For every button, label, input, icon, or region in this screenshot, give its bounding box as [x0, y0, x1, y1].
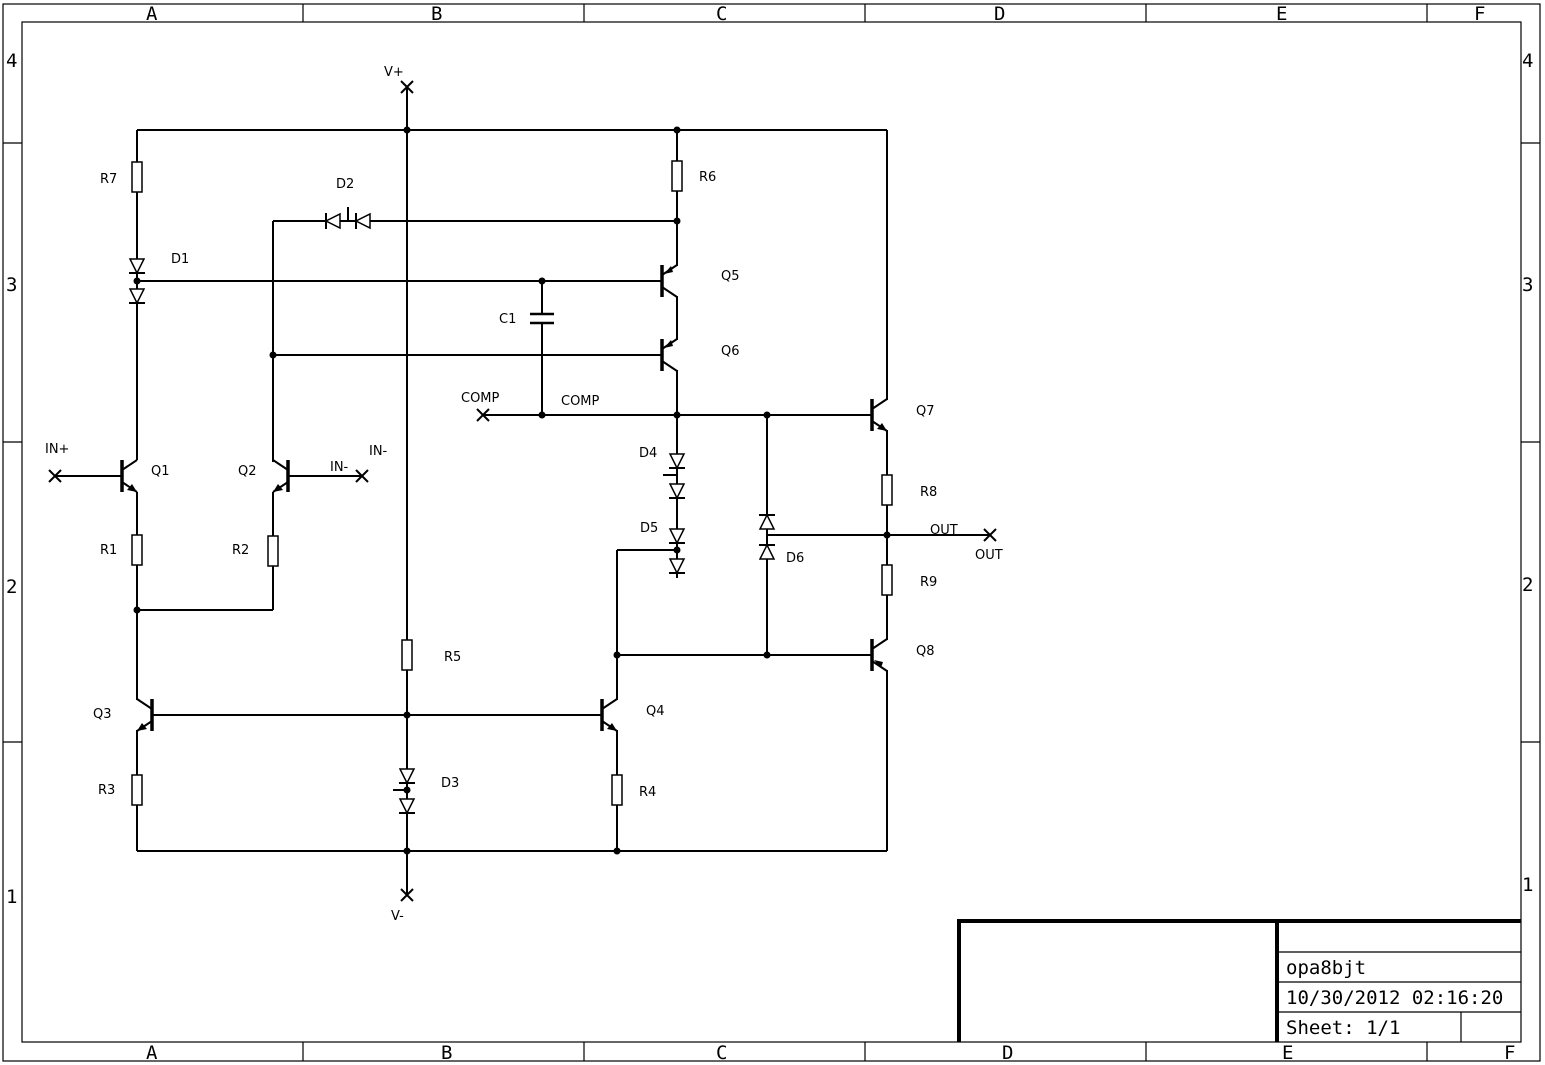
transistor-q2[interactable] [272, 459, 290, 493]
zone-col-d-bottom: D [1002, 1042, 1013, 1064]
zone-col-b-bottom: B [441, 1042, 452, 1064]
r9-label: R9 [920, 575, 937, 590]
r2-label: R2 [232, 543, 249, 558]
vminus-port-marker[interactable] [400, 888, 414, 902]
d2-label: D2 [336, 177, 354, 192]
sheet-frame [2, 3, 1541, 1062]
r8-label: R8 [920, 485, 937, 500]
vplus-port-marker[interactable] [400, 80, 414, 94]
transistors [120, 264, 888, 732]
resistors [131, 160, 893, 806]
in-minus-port-marker[interactable] [355, 469, 369, 483]
in-minus-net-label: IN- [330, 460, 349, 475]
labels: V+ V- IN+ IN- IN- COMP COMP OUT OUT R7 R… [45, 65, 1003, 924]
diode-d3[interactable] [393, 768, 416, 815]
title-block-name: opa8bjt [1286, 957, 1366, 979]
zone-row-3-right: 3 [1522, 274, 1533, 296]
resistor-r3[interactable] [131, 774, 143, 806]
q4-label: Q4 [646, 704, 665, 719]
zone-row-3-left: 3 [6, 274, 17, 296]
zone-col-b-top: B [431, 3, 442, 25]
resistor-r2[interactable] [267, 535, 279, 567]
in-plus-label: IN+ [45, 442, 69, 457]
q5-label: Q5 [721, 269, 740, 284]
comp-net-label: COMP [561, 394, 600, 409]
transistor-q1[interactable] [120, 459, 138, 493]
zone-col-c-top: C [716, 3, 727, 25]
resistor-r5[interactable] [401, 639, 413, 671]
port-markers [48, 80, 997, 902]
zone-row-2-right: 2 [1522, 574, 1533, 596]
transistor-q3[interactable] [136, 698, 154, 732]
r7-label: R7 [100, 172, 117, 187]
q3-label: Q3 [93, 707, 112, 722]
diode-d5[interactable] [668, 528, 686, 575]
resistor-r6[interactable] [671, 160, 683, 192]
transistor-q6[interactable] [660, 338, 678, 372]
diode-d6[interactable] [758, 513, 776, 560]
zone-row-1-left: 1 [6, 886, 17, 908]
d1-label: D1 [171, 252, 189, 267]
transistor-q4[interactable] [600, 698, 618, 732]
zone-col-e-bottom: E [1282, 1042, 1293, 1064]
r4-label: R4 [639, 785, 656, 800]
d5-label: D5 [640, 521, 658, 536]
transistor-q5[interactable] [660, 264, 678, 298]
zone-row-2-left: 2 [6, 576, 17, 598]
q6-label: Q6 [721, 344, 740, 359]
r1-label: R1 [100, 543, 117, 558]
r5-label: R5 [444, 650, 461, 665]
c1-label: C1 [499, 312, 516, 327]
title-block: opa8bjt 10/30/2012 02:16:20 Sheet: 1/1 [957, 919, 1521, 1042]
junctions [133, 126, 891, 855]
r3-label: R3 [98, 783, 115, 798]
diode-d2[interactable] [324, 207, 371, 230]
comp-port-label: COMP [461, 391, 500, 406]
zone-col-a-bottom: A [146, 1042, 158, 1064]
zone-row-4-right: 4 [1522, 50, 1533, 72]
r6-label: R6 [699, 170, 716, 185]
zone-col-e-top: E [1276, 3, 1287, 25]
resistor-r4[interactable] [611, 774, 623, 806]
zone-row-4-left: 4 [6, 50, 17, 72]
q1-label: Q1 [151, 464, 170, 479]
out-port-label: OUT [975, 548, 1003, 563]
capacitor-c1[interactable] [530, 312, 554, 325]
resistor-r1[interactable] [131, 534, 143, 566]
resistor-r9[interactable] [881, 564, 893, 596]
out-net-label: OUT [930, 523, 958, 538]
wires [55, 87, 990, 895]
d6-label: D6 [786, 551, 804, 566]
zone-row-1-right: 1 [1522, 874, 1533, 896]
zone-col-f-bottom: F [1504, 1042, 1515, 1064]
zone-col-a-top: A [146, 3, 158, 25]
zone-col-c-bottom: C [716, 1042, 727, 1064]
d4-label: D4 [639, 446, 657, 461]
zone-col-d-top: D [994, 3, 1005, 25]
diode-d1[interactable] [128, 258, 146, 305]
q8-label: Q8 [916, 644, 935, 659]
vminus-label: V- [391, 909, 404, 924]
resistor-r7[interactable] [131, 161, 143, 193]
diode-d4[interactable] [663, 453, 686, 500]
out-port-marker[interactable] [983, 528, 997, 542]
comp-port-marker[interactable] [476, 408, 490, 422]
in-plus-port-marker[interactable] [48, 469, 62, 483]
q2-label: Q2 [238, 464, 257, 479]
d3-label: D3 [441, 776, 459, 791]
vplus-label: V+ [384, 65, 404, 80]
title-block-date: 10/30/2012 02:16:20 [1286, 987, 1503, 1009]
zone-col-f-top: F [1474, 3, 1485, 25]
transistor-q8[interactable] [870, 638, 888, 672]
title-block-sheet: Sheet: 1/1 [1286, 1017, 1400, 1039]
resistor-r8[interactable] [881, 474, 893, 506]
in-minus-port-label: IN- [369, 444, 388, 459]
transistor-q7[interactable] [870, 398, 888, 432]
diodes [128, 207, 776, 815]
q7-label: Q7 [916, 404, 935, 419]
zone-labels: A B C D E F A B C D E F 4 3 2 1 4 3 2 1 [6, 3, 1533, 1064]
